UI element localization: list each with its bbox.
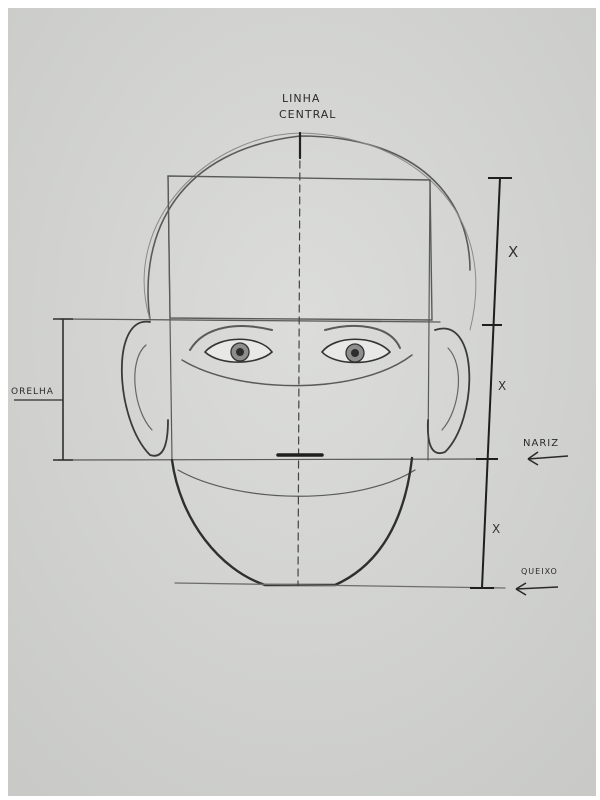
queixo-label: QUEIXO	[521, 568, 558, 576]
proportion-mark-1: X	[508, 245, 518, 260]
nariz-label: NARIZ	[523, 439, 559, 449]
orelha-label: ORELHA	[11, 388, 54, 397]
proportion-mark-3: X	[492, 523, 500, 535]
central-line-title-line1: LINHA	[282, 93, 320, 104]
proportion-mark-2: X	[498, 380, 506, 392]
paper-background	[8, 8, 596, 796]
central-line-title-line2: CENTRAL	[279, 109, 336, 120]
